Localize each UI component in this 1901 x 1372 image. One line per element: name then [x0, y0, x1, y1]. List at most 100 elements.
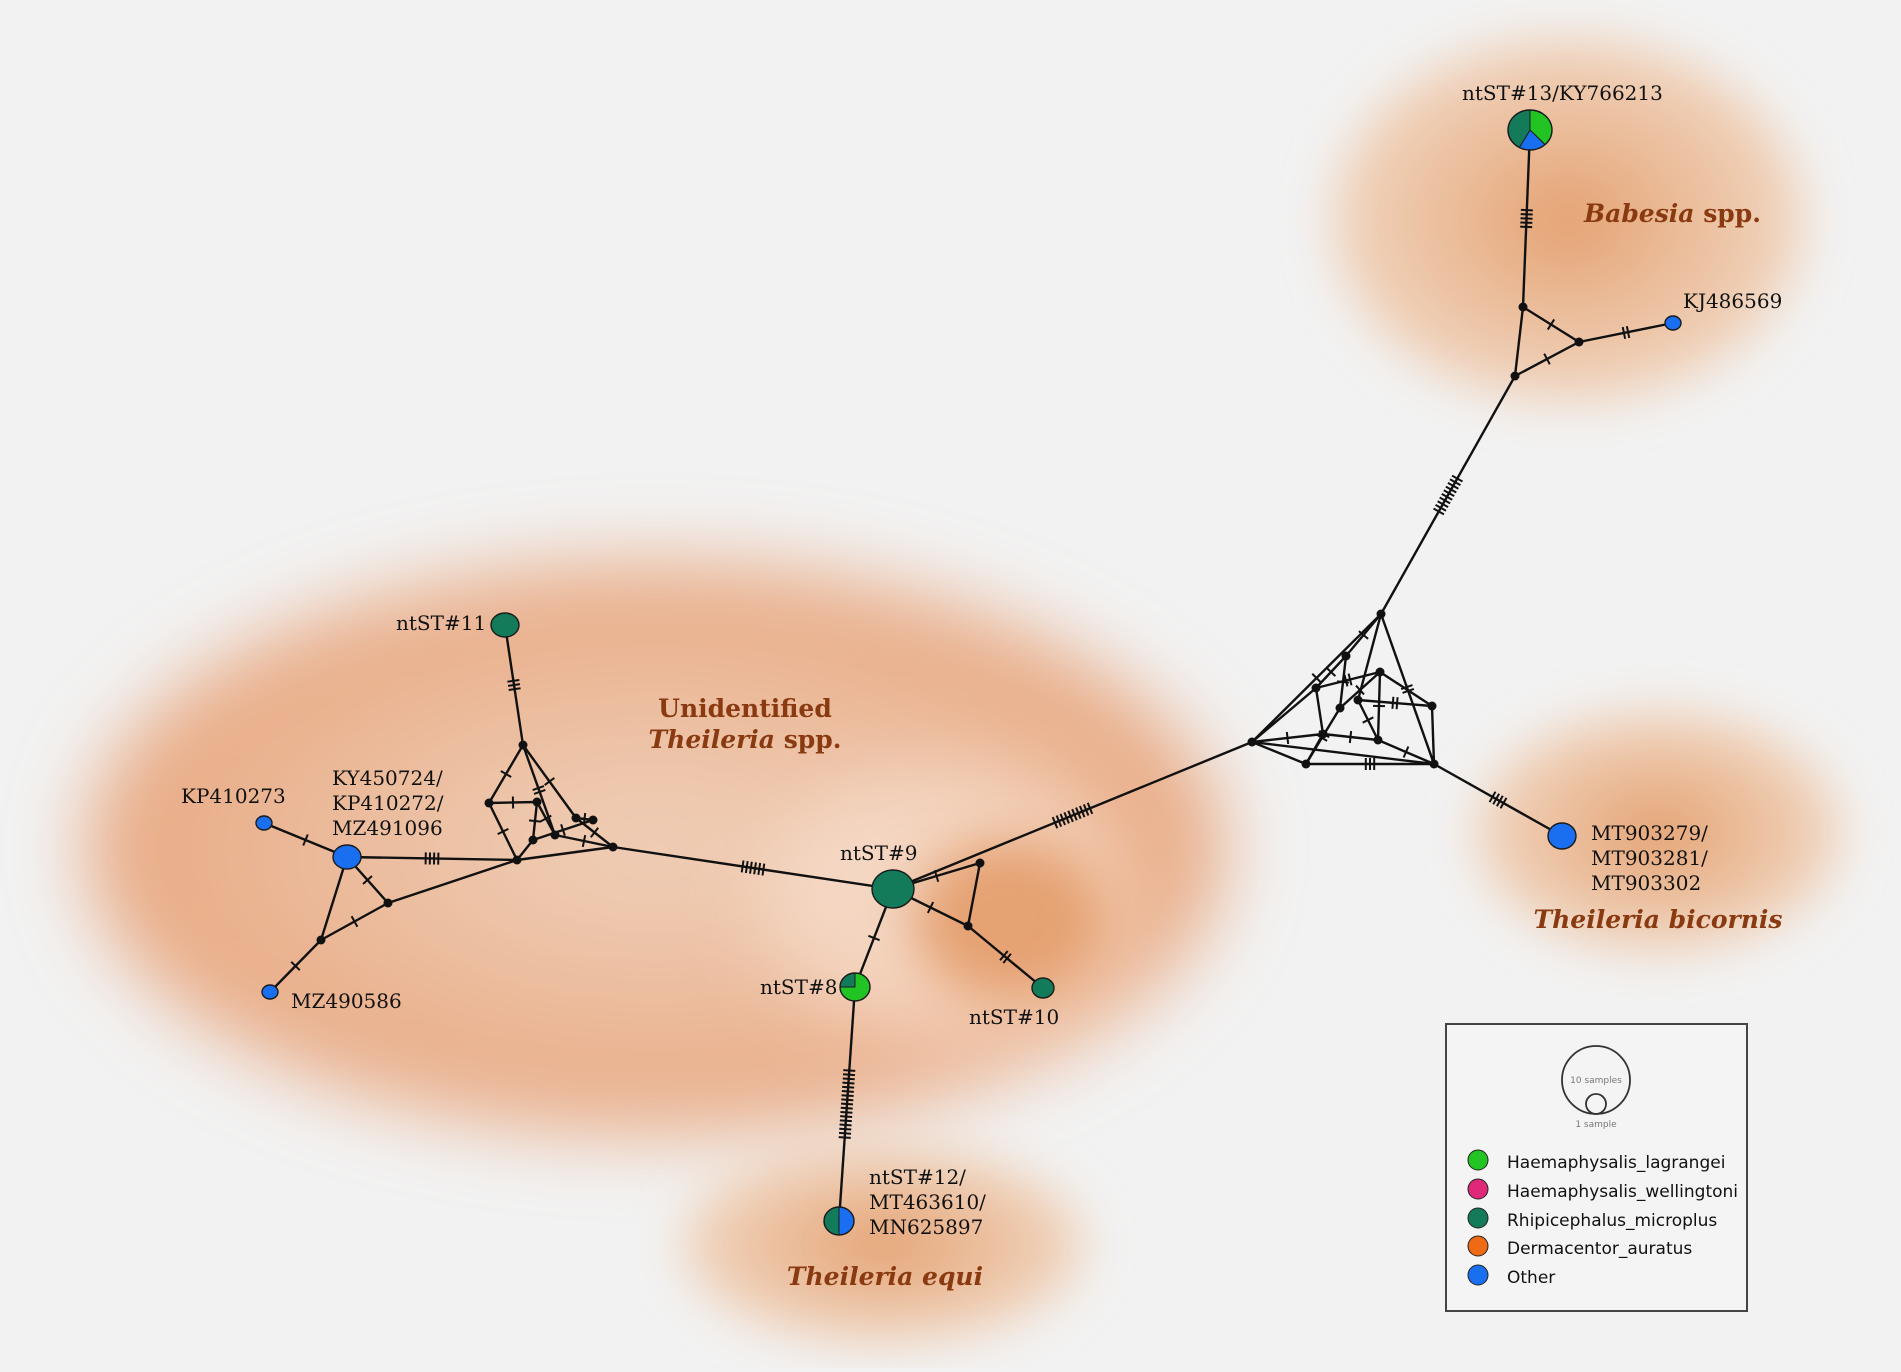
node-slice-other [333, 845, 361, 869]
haplotype-node-ntst8 [840, 973, 870, 1001]
mutation-tick [841, 1099, 853, 1100]
haplotype-node-mz490586 [262, 985, 278, 999]
legend-item-lagrangei: Haemaphysalis_lagrangei [1468, 1150, 1725, 1173]
median-vector-dot [1319, 730, 1328, 739]
mutation-tick [529, 820, 541, 821]
median-vector-dot [1377, 610, 1386, 619]
mutation-tick [841, 1108, 853, 1109]
median-vector-dot [1312, 684, 1321, 693]
label-ky450724-line3: MZ491096 [332, 816, 443, 840]
label-kj486569: KJ486569 [1683, 289, 1782, 313]
median-vector-dot [976, 859, 985, 868]
node-slice-other [256, 816, 272, 830]
median-vector-dot [1430, 760, 1439, 769]
node-slice-other [262, 985, 278, 999]
group-label-theileria-bicornis: Theileria bicornis [1534, 905, 1783, 934]
legend-swatch-auratus [1468, 1236, 1488, 1256]
haplotype-node-ntst13 [1508, 110, 1552, 150]
median-vector-dot [609, 843, 618, 852]
group-label-unidentified-theileria: Theileria spp. [649, 725, 842, 754]
median-vector-dot [1428, 702, 1437, 711]
label-ky450724-line2: KP410272/ [332, 791, 444, 815]
mutation-tick [1287, 732, 1288, 744]
legend-scale-small-label: 1 sample [1575, 1120, 1617, 1130]
label-ntst12-line3: MN625897 [869, 1215, 983, 1239]
label-ky450724-line1: KY450724/ [332, 766, 443, 790]
group-label-unidentified: Unidentified [658, 694, 832, 723]
median-vector-dot [317, 936, 326, 945]
mutation-tick [584, 813, 585, 825]
node-slice-rhipicephalus_microplus [872, 870, 914, 908]
haplotype-node-kj486569 [1665, 316, 1681, 330]
legend-swatch-wellingtoni [1468, 1179, 1488, 1199]
median-vector-dot [1511, 372, 1520, 381]
median-vector-dot [1342, 652, 1351, 661]
legend-label-microplus: Rhipicephalus_microplus [1507, 1211, 1717, 1231]
mutation-tick [843, 1078, 855, 1079]
label-mt903279-line2: MT903281/ [1591, 846, 1708, 870]
legend-swatch-lagrangei [1468, 1150, 1488, 1170]
mutation-tick [842, 1087, 854, 1088]
label-ntst8: ntST#8 [760, 975, 837, 999]
network-edge [1380, 672, 1432, 706]
haplotype-node-kp410273 [256, 816, 272, 830]
mutation-tick [1397, 697, 1398, 709]
haplotype-node-ntst9 [872, 870, 914, 908]
label-ntst10: ntST#10 [969, 1005, 1059, 1029]
network-edge [1432, 706, 1434, 764]
median-vector-dot [1354, 696, 1363, 705]
median-vector-dot [1374, 736, 1383, 745]
label-ntst13: ntST#13/KY766213 [1462, 81, 1663, 105]
label-ntst12-line1: ntST#12/ [869, 1165, 966, 1189]
median-vector-dot [551, 831, 560, 840]
haplotype-node-ntst12 [824, 1207, 854, 1235]
mutation-tick [839, 1133, 851, 1134]
group-label-theileria-equi: Theileria equi [787, 1262, 983, 1291]
network-edge [1252, 688, 1316, 742]
mutation-tick [1349, 674, 1352, 686]
node-slice-rhipicephalus_microplus [491, 613, 519, 637]
median-vector-dot [572, 814, 581, 823]
median-vector-dot [964, 922, 973, 931]
legend-item-other: Other [1468, 1265, 1555, 1288]
legend-label-lagrangei: Haemaphysalis_lagrangei [1507, 1153, 1725, 1173]
median-vector-dot [384, 899, 393, 908]
label-mt903279-line3: MT903302 [1591, 871, 1701, 895]
mutation-tick [839, 1129, 851, 1130]
network-edge [1358, 700, 1432, 706]
group-label-babesia: Babesia spp. [1583, 199, 1761, 228]
legend-swatch-other [1468, 1265, 1488, 1285]
mutation-tick [839, 1137, 851, 1138]
median-vector-dot [513, 856, 522, 865]
label-ntst9: ntST#9 [840, 841, 917, 865]
legend-label-other: Other [1507, 1268, 1555, 1288]
median-vector-dot [589, 816, 598, 825]
mutation-tick [840, 1116, 852, 1117]
haplotype-node-ky450724 [333, 845, 361, 869]
label-kp410273: KP410273 [181, 784, 286, 808]
median-vector-dot [1336, 704, 1345, 713]
mutation-tick [840, 1112, 852, 1113]
label-mz490586: MZ490586 [291, 989, 402, 1013]
median-vector-dot [529, 836, 538, 845]
legend-label-wellingtoni: Haemaphysalis_wellingtoni [1507, 1182, 1738, 1202]
cluster-center-core [915, 840, 1105, 1000]
mutation-tick [1345, 675, 1348, 687]
haplotype-node-mt903279 [1548, 823, 1576, 849]
mutation-tick [842, 1095, 854, 1096]
median-vector-dot [1519, 303, 1528, 312]
median-vector-dot [519, 741, 528, 750]
network-edge [1316, 688, 1323, 734]
median-vector-dot [1302, 760, 1311, 769]
label-ntst12-line2: MT463610/ [869, 1190, 986, 1214]
legend-label-auratus: Dermacentor_auratus [1507, 1239, 1692, 1259]
mutation-tick [843, 1074, 855, 1075]
median-vector-dot [1575, 338, 1584, 347]
label-mt903279-line1: MT903279/ [1591, 821, 1708, 845]
mutation-tick [1392, 697, 1393, 709]
legend-scale-large-label: 10 samples [1570, 1076, 1622, 1086]
legend: 10 samples 1 sample Haemaphysalis_lagran… [1446, 1024, 1747, 1311]
legend-item-wellingtoni: Haemaphysalis_wellingtoni [1468, 1179, 1738, 1202]
mutation-tick [842, 1083, 854, 1084]
